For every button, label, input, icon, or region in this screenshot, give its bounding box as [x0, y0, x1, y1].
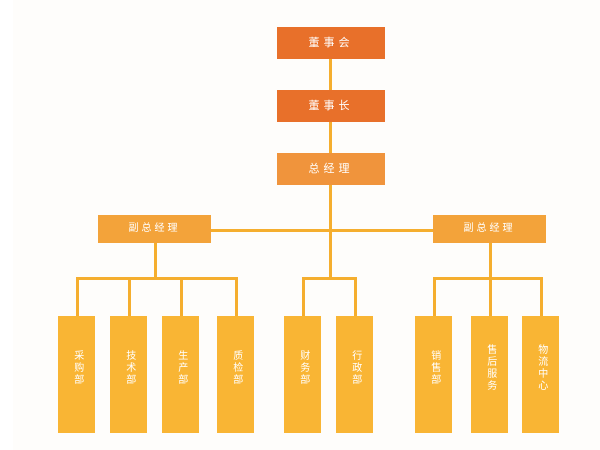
- node-department-technology[interactable]: 技术部: [110, 316, 147, 433]
- connector-board-to-chairman: [329, 59, 332, 92]
- node-vice-president-right[interactable]: 副总经理: [433, 215, 546, 243]
- connector-left-drop-4: [235, 277, 238, 316]
- connector-left-drop-2: [128, 277, 131, 316]
- node-general-manager[interactable]: 总经理: [277, 153, 385, 185]
- connector-right-drop-1: [433, 277, 436, 316]
- node-department-quality-inspection[interactable]: 质检部: [217, 316, 254, 433]
- connector-vice-right-drop: [489, 243, 492, 279]
- node-department-administration[interactable]: 行政部: [336, 316, 373, 433]
- node-board[interactable]: 董事会: [277, 27, 385, 59]
- node-department-after-sales-service[interactable]: 售后服务: [471, 316, 508, 433]
- connector-center-group-bus: [302, 277, 357, 280]
- connector-gm-to-bus: [329, 185, 332, 231]
- connector-center-drop-2: [354, 277, 357, 316]
- connector-right-group-bus: [433, 277, 543, 280]
- connector-left-drop-1: [76, 277, 79, 316]
- node-department-finance[interactable]: 财务部: [284, 316, 321, 433]
- connector-left-drop-3: [180, 277, 183, 316]
- connector-right-drop-3: [540, 277, 543, 316]
- connector-right-drop-2: [489, 277, 492, 316]
- connector-vice-left-drop: [154, 243, 157, 279]
- connector-gm-to-center-group: [329, 229, 332, 279]
- node-chairman[interactable]: 董事长: [277, 90, 385, 122]
- node-department-purchasing[interactable]: 采购部: [58, 316, 95, 433]
- node-department-sales[interactable]: 销售部: [415, 316, 452, 433]
- node-vice-president-left[interactable]: 副总经理: [98, 215, 211, 243]
- node-department-logistics-center[interactable]: 物流中心: [522, 316, 559, 433]
- connector-vice-bus: [211, 229, 433, 232]
- connector-center-drop-1: [302, 277, 305, 316]
- connector-left-group-bus: [76, 277, 238, 280]
- node-department-production[interactable]: 生产部: [162, 316, 199, 433]
- connector-chairman-to-gm: [329, 122, 332, 155]
